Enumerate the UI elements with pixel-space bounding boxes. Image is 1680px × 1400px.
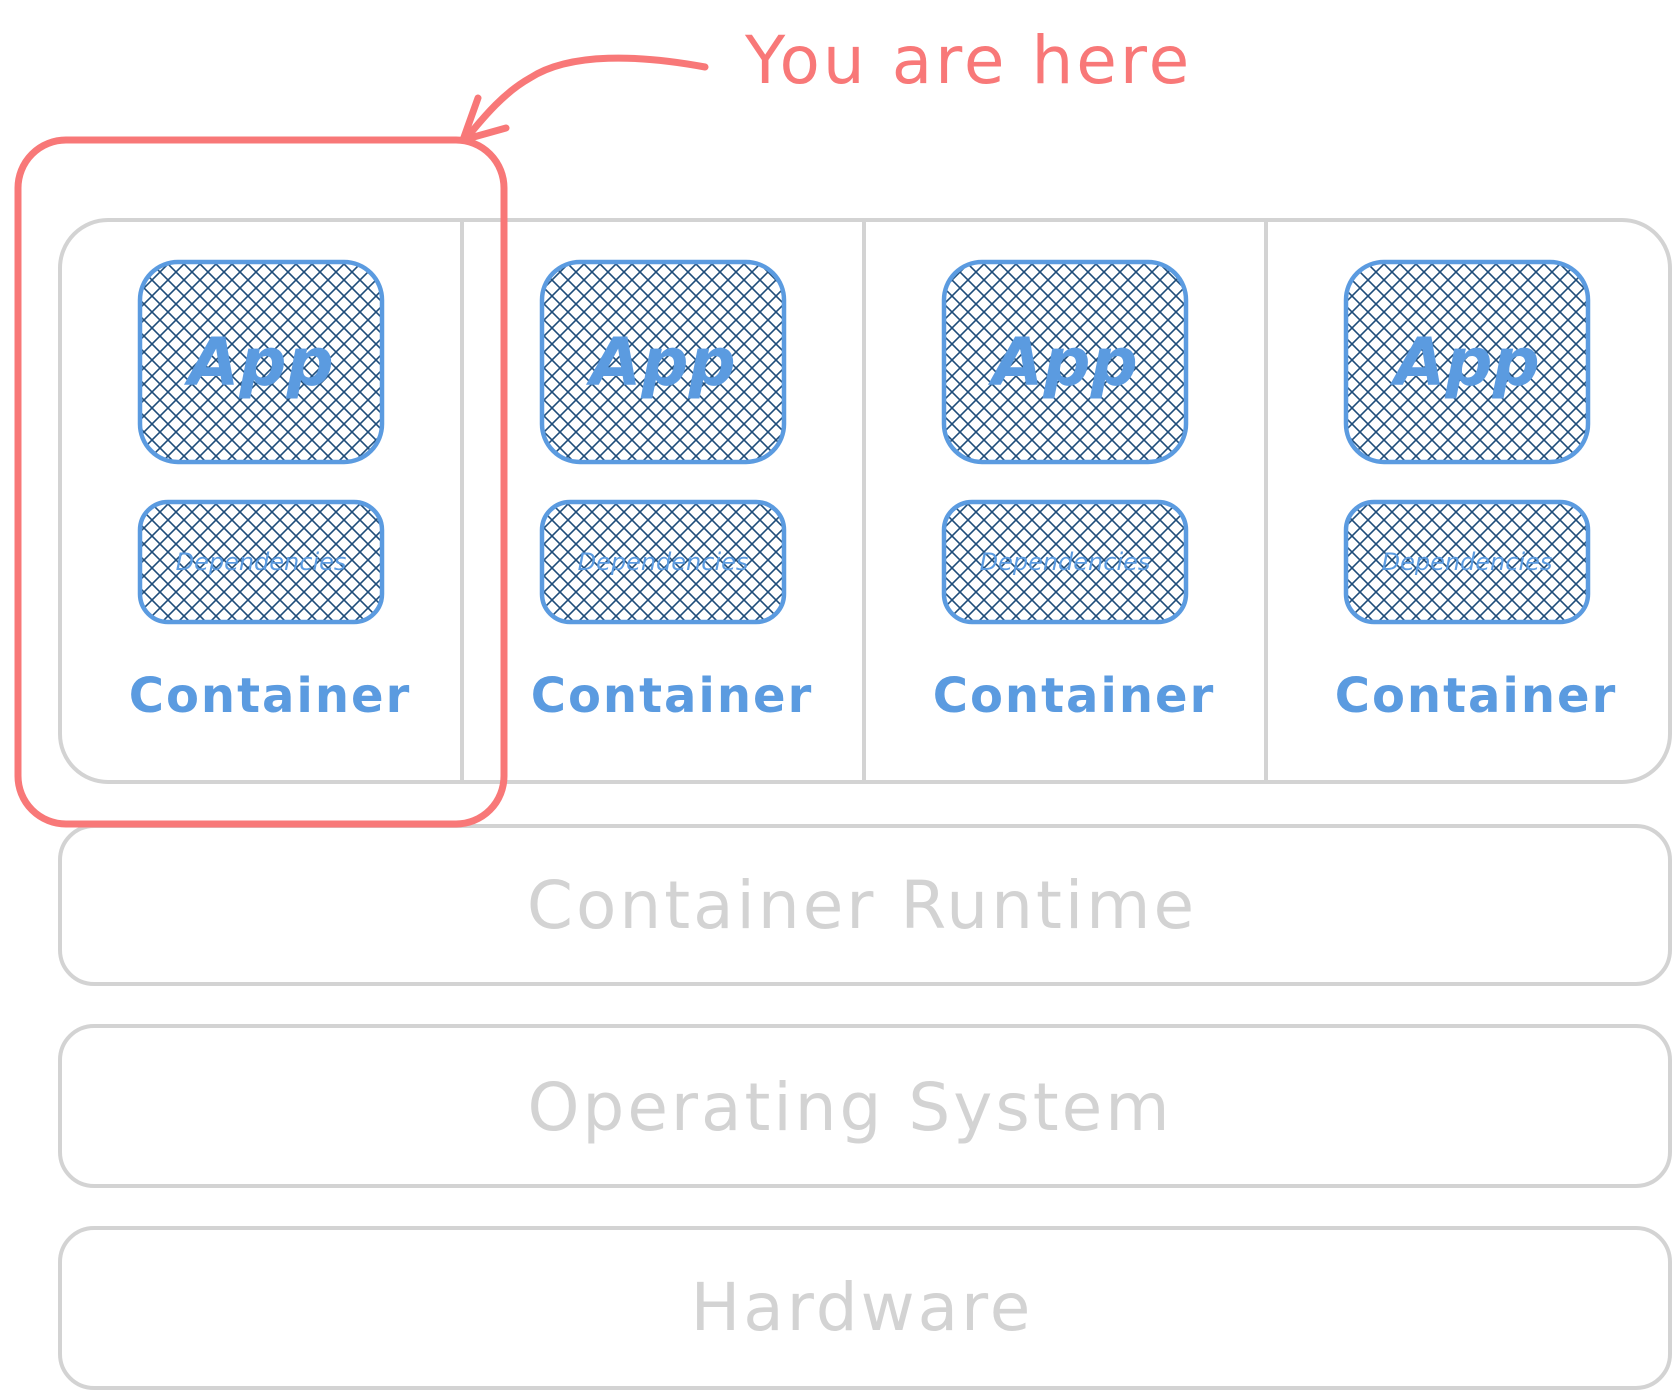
app-box xyxy=(1343,259,1591,465)
app-label: App xyxy=(987,324,1138,401)
dependencies-label: Dependencies xyxy=(578,548,749,576)
dependencies-box xyxy=(539,499,787,625)
container-column: App Dependencies Container xyxy=(531,259,814,724)
app-label: App xyxy=(1389,324,1540,401)
callout-arrowhead xyxy=(459,94,510,144)
runtime-layer-box xyxy=(58,824,1672,986)
container-column: App Dependencies Container xyxy=(1335,259,1618,724)
dependencies-box xyxy=(941,499,1189,625)
container-label: Container xyxy=(531,668,814,724)
os-layer-box xyxy=(58,1024,1672,1188)
dependencies-box xyxy=(1343,499,1591,625)
container-label: Container xyxy=(129,668,412,724)
app-label: App xyxy=(183,324,334,401)
container-column: App Dependencies Container xyxy=(129,259,412,724)
container-label: Container xyxy=(1335,668,1618,724)
app-box xyxy=(539,259,787,465)
app-box xyxy=(941,259,1189,465)
dependencies-box xyxy=(137,499,385,625)
container-column: App Dependencies Container xyxy=(933,259,1216,724)
highlight-box xyxy=(14,136,508,828)
app-label: App xyxy=(585,324,736,401)
app-box xyxy=(137,259,385,465)
hardware-layer-box xyxy=(58,1226,1672,1390)
dependencies-label: Dependencies xyxy=(1382,548,1553,576)
hardware-layer-label: Hardware xyxy=(691,1269,1034,1346)
dependencies-label: Dependencies xyxy=(980,548,1151,576)
dependencies-label: Dependencies xyxy=(176,548,347,576)
os-layer-label: Operating System xyxy=(527,1069,1172,1146)
runtime-layer-label: Container Runtime xyxy=(527,867,1197,944)
callout-label: You are here xyxy=(744,22,1192,99)
callout-arrow xyxy=(461,54,709,144)
container-label: Container xyxy=(933,668,1216,724)
